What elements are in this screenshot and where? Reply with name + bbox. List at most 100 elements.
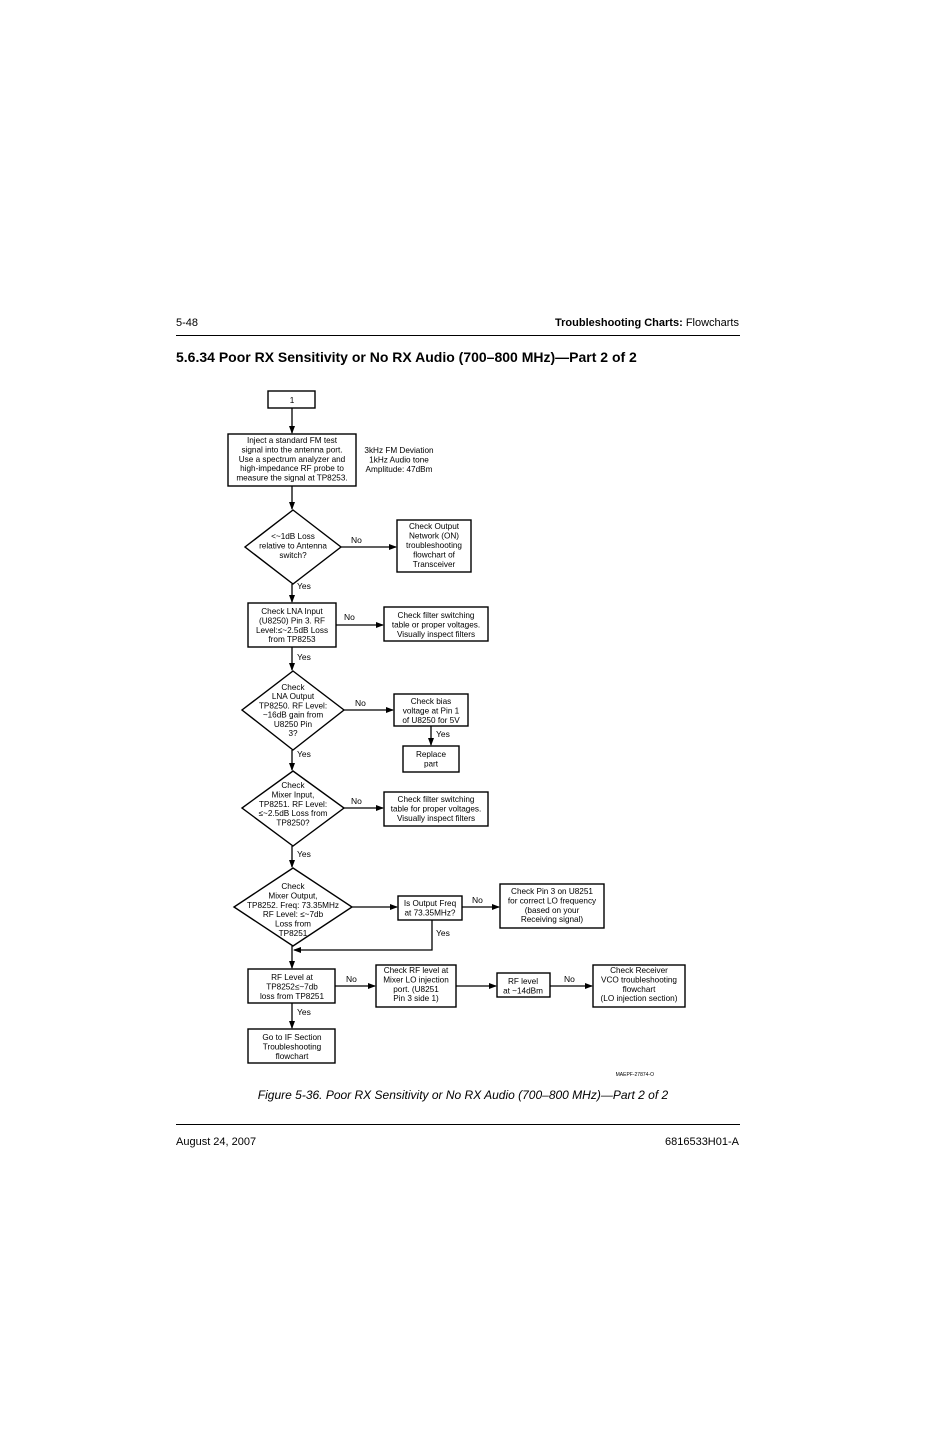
decision-antenna-text-line: relative to Antenna xyxy=(259,541,327,550)
inject-text-line: measure the signal at TP8253. xyxy=(236,474,347,483)
yes-label: Yes xyxy=(297,581,311,591)
output-freq-text-line: Is Output Freq xyxy=(404,899,457,908)
decision-mixer-input-text-line: Mixer Input, xyxy=(272,790,315,799)
check-rf-level-mixer-text-line: Pin 3 side 1) xyxy=(393,994,439,1003)
rf-level-14-box xyxy=(496,972,551,998)
check-filter-box-2 xyxy=(383,791,489,827)
check-bias-text-line: of U8250 for 5V xyxy=(402,716,460,725)
check-filter-box-1 xyxy=(383,606,489,642)
replace-part-text-line: part xyxy=(424,759,439,768)
decision-mixer-input xyxy=(240,770,346,847)
decision-antenna xyxy=(243,509,343,585)
check-output-network-box xyxy=(396,519,472,573)
no-label: No xyxy=(344,612,355,622)
connector-label: 1 xyxy=(290,396,295,405)
check-filter-1-text-line: table or proper voltages. xyxy=(392,620,480,629)
go-to-if-text-line: Go to IF Section xyxy=(262,1033,322,1042)
decision-lna-output-text-line: Check xyxy=(281,683,305,692)
decision-mixer-output-text-line: Loss from xyxy=(275,920,311,929)
check-rf-level-mixer-text-line: Mixer LO injection xyxy=(383,975,449,984)
check-receiver-vco-box xyxy=(592,964,686,1008)
check-bias-text-line: Check bias xyxy=(411,697,452,706)
yes-label: Yes xyxy=(297,1007,311,1017)
yes-label: Yes xyxy=(436,928,450,938)
replace-part-text-line: Replace xyxy=(416,750,446,759)
decision-antenna-text-line: <~1dB Loss xyxy=(271,532,315,541)
check-lna-input-text-line: (U8250) Pin 3. RF xyxy=(259,616,325,625)
check-receiver-vco-text-line: VCO troubleshooting xyxy=(601,975,677,984)
decision-lna-output-text-line: TP8250. RF Level: xyxy=(259,701,327,710)
decision-lna-output-text-line: U8250 Pin xyxy=(274,720,313,729)
decision-mixer-input-text-line: TP8250? xyxy=(276,819,310,828)
check-receiver-vco-text-line: Check Receiver xyxy=(610,966,668,975)
footer-rule xyxy=(176,1124,740,1125)
signal-spec-text-line: Amplitude: 47dBm xyxy=(366,465,433,474)
check-filter-1-text-line: Visually inspect filters xyxy=(397,630,475,639)
decision-lna-output-text-line: LNA Output xyxy=(272,692,315,701)
check-pin3-text-line: (based on your xyxy=(525,906,580,915)
figure-code: MAEPF-27874-O xyxy=(616,1072,654,1078)
decision-mixer-output-text-line: TP8251 xyxy=(279,929,308,938)
inject-text-line: Use a spectrum analyzer and xyxy=(239,455,346,464)
go-to-if-text-line: Troubleshooting xyxy=(263,1042,322,1051)
no-label: No xyxy=(351,535,362,545)
go-to-if-text-line: flowchart xyxy=(276,1052,309,1061)
no-label: No xyxy=(346,974,357,984)
decision-mixer-input-text-line: Check xyxy=(281,781,305,790)
no-label: No xyxy=(355,698,366,708)
footer-doc-number: 6816533H01-A xyxy=(664,1136,739,1148)
footer-date: August 24, 2007 xyxy=(176,1136,257,1148)
no-label: No xyxy=(351,796,362,806)
check-output-network-text-line: troubleshooting xyxy=(406,541,462,550)
rf-level-tp8252-text-line: RF Level at xyxy=(271,973,314,982)
check-receiver-vco-text-line: flowchart xyxy=(623,985,656,994)
check-filter-1-text-line: Check filter switching xyxy=(398,611,475,620)
replace-part-box xyxy=(402,745,460,773)
decision-mixer-input-text-line: ≤~2.5dB Loss from xyxy=(259,809,328,818)
inject-text-line: signal into the antenna port. xyxy=(241,445,342,454)
check-output-network-text-line: Network (ON) xyxy=(409,532,459,541)
check-output-network-text-line: Check Output xyxy=(409,522,460,531)
output-freq-text-line: at 73.35MHz? xyxy=(405,908,456,917)
rf-level-14-text-line: at ~14dBm xyxy=(503,986,543,995)
arrow-output-freq-yes xyxy=(293,920,433,953)
page-number: 5-48 xyxy=(176,317,199,329)
check-lna-input-text-line: Level:≤~2.5dB Loss xyxy=(256,626,328,635)
decision-mixer-output-text-line: Mixer Output, xyxy=(268,891,317,900)
no-label: No xyxy=(564,974,575,984)
running-header: Troubleshooting Charts: Flowcharts xyxy=(555,317,739,329)
signal-spec-text-line: 1kHz Audio tone xyxy=(369,456,429,465)
check-filter-2-text-line: Check filter switching xyxy=(398,795,475,804)
check-output-network-text-line: flowchart of xyxy=(413,551,456,560)
output-freq-box xyxy=(397,895,463,921)
inject-text-line: high-impedance RF probe to xyxy=(240,464,344,473)
section-title: 5.6.34 Poor RX Sensitivity or No RX Audi… xyxy=(176,349,637,365)
check-rf-level-mixer-text-line: Check RF level at xyxy=(384,966,449,975)
check-pin3-text-line: for correct LO frequency xyxy=(508,896,597,905)
check-output-network-text-line: Transceiver xyxy=(413,560,456,569)
check-lna-input-text-line: from TP8253 xyxy=(268,635,316,644)
check-rf-level-mixer-text-line: port. (U8251 xyxy=(393,985,439,994)
decision-mixer-input-text-line: TP8251. RF Level: xyxy=(259,800,327,809)
yes-label: Yes xyxy=(297,749,311,759)
yes-label: Yes xyxy=(297,849,311,859)
check-lna-input-text-line: Check LNA Input xyxy=(261,607,323,616)
go-to-if-box xyxy=(247,1028,336,1064)
figure-caption: Figure 5-36. Poor RX Sensitivity or No R… xyxy=(257,1088,669,1102)
check-receiver-vco-text-line: (LO injection section) xyxy=(601,994,678,1003)
check-pin3-box xyxy=(499,883,605,929)
check-bias-text-line: voltage at Pin 1 xyxy=(403,706,460,715)
check-filter-2-text-line: Visually inspect filters xyxy=(397,814,475,823)
decision-lna-output-text-line: 3? xyxy=(288,729,298,738)
yes-label: Yes xyxy=(297,652,311,662)
check-pin3-text-line: Check Pin 3 on U8251 xyxy=(511,887,593,896)
decision-mixer-output-text-line: TP8252. Freq: 73.35MHz xyxy=(247,901,339,910)
decision-antenna-text-line: switch? xyxy=(279,551,307,560)
rf-level-14-text-line: RF level xyxy=(508,977,538,986)
no-label: No xyxy=(472,895,483,905)
header-rule xyxy=(176,335,740,336)
yes-label: Yes xyxy=(436,729,450,739)
decision-lna-output-text-line: ~16dB gain from xyxy=(263,711,323,720)
